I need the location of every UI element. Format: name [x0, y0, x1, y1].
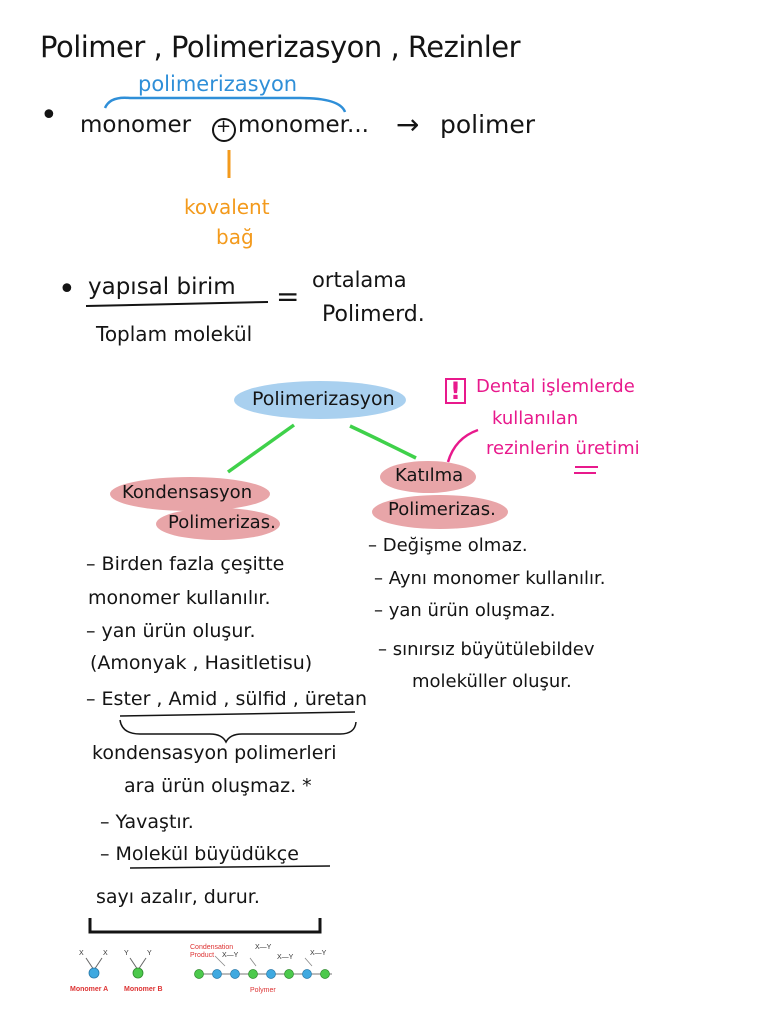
left-list-item: – Molekül büyüdükçe — [100, 843, 299, 865]
right-node-line-2: Polimerizas. — [388, 499, 496, 520]
condensation-label-1: Condensation — [190, 944, 234, 951]
left-node-line-1: Kondensasyon — [122, 482, 253, 503]
note-mark: ! — [445, 378, 466, 404]
right-list-item: – Değişme olmaz. — [368, 535, 528, 556]
right-list-item: – Aynı monomer kullanılır. — [374, 568, 606, 589]
center-highlight — [234, 381, 406, 419]
left-list-item: – Birden fazla çeşitte — [86, 553, 285, 575]
note-line-2: kullanılan — [492, 408, 579, 429]
fraction-line — [85, 301, 269, 307]
xy-label: X—Y — [255, 944, 272, 951]
polymerization-diagram: X X Y Y Monomer A Monomer B Condensation… — [60, 936, 342, 1012]
formula-numerator: yapısal birim — [88, 274, 236, 300]
page-title: Polimer , Polimerizasyon , Rezinler — [40, 30, 521, 64]
ester-underline — [119, 711, 356, 717]
polymer-label: Polymer — [250, 987, 276, 994]
condensation-label-2: Product — [190, 952, 215, 959]
formula-result-1: ortalama — [312, 268, 407, 292]
right-node-highlight-2 — [372, 495, 508, 529]
left-list-item: – yan ürün oluşur. — [86, 620, 256, 642]
bullet-1: • — [40, 98, 58, 133]
left-list-item: kondensasyon polimerleri — [92, 742, 337, 764]
formula-result-2: Polimerd. — [322, 302, 425, 327]
right-node-highlight-1 — [380, 461, 476, 493]
equation-plus: + — [216, 116, 232, 137]
equation-right: monomer... — [238, 112, 369, 138]
monomer-a-label: Monomer A — [70, 986, 109, 993]
mindmap-center: Polimerizasyon — [252, 388, 395, 410]
left-list-item: ara ürün oluşmaz. * — [124, 775, 312, 797]
polimerizasyon-bracket — [103, 96, 347, 113]
note-arrow — [446, 428, 479, 463]
left-list-item: – Ester , Amid , sülfid , üretan — [86, 688, 368, 710]
left-node-highlight-2 — [156, 508, 280, 540]
left-list-item: sayı azalır, durur. — [96, 886, 260, 908]
xy-label: X—Y — [277, 954, 294, 961]
formula-denominator: Toplam molekül — [96, 322, 253, 346]
note-line-1: Dental işlemlerde — [476, 376, 635, 397]
formula-equals: = — [276, 280, 300, 313]
left-list-item: – Yavaştır. — [100, 811, 194, 833]
monomer-b-label: Monomer B — [124, 986, 163, 993]
xy-label: X—Y — [310, 950, 327, 957]
connector-right — [349, 424, 417, 460]
diagram-x-label: X — [103, 950, 108, 957]
polimerizasyon-label: polimerizasyon — [138, 72, 298, 96]
xy-label: X—Y — [222, 952, 239, 959]
brace — [119, 719, 357, 744]
right-list-item: moleküller oluşur. — [412, 671, 572, 692]
left-node-highlight-1 — [110, 477, 270, 511]
bond-label-1: kovalent — [184, 195, 270, 219]
plus-circle — [212, 118, 236, 142]
bond-label-2: bağ — [216, 225, 254, 249]
left-list-item: monomer kullanılır. — [88, 587, 271, 609]
right-list-item: – yan ürün oluşmaz. — [374, 600, 556, 621]
bottom-bracket — [88, 918, 322, 934]
right-list-item: – sınırsız büyütülebildev — [378, 639, 595, 660]
bullet-2: • — [58, 272, 76, 307]
diagram-y-label: Y — [124, 950, 129, 957]
note-line-3: rezinlerin üretimi — [486, 438, 640, 459]
reaction-arrow: → — [396, 108, 420, 141]
diagram-y-label: Y — [147, 950, 152, 957]
diagram-x-label: X — [79, 950, 84, 957]
right-node-line-1: Katılma — [395, 465, 464, 486]
equation-product: polimer — [440, 110, 536, 139]
connector-left — [226, 423, 296, 474]
left-list-item: (Amonyak , Hasitletisu) — [90, 652, 313, 674]
equation-left: monomer — [80, 112, 192, 138]
left-node-line-2: Polimerizas. — [168, 512, 276, 533]
